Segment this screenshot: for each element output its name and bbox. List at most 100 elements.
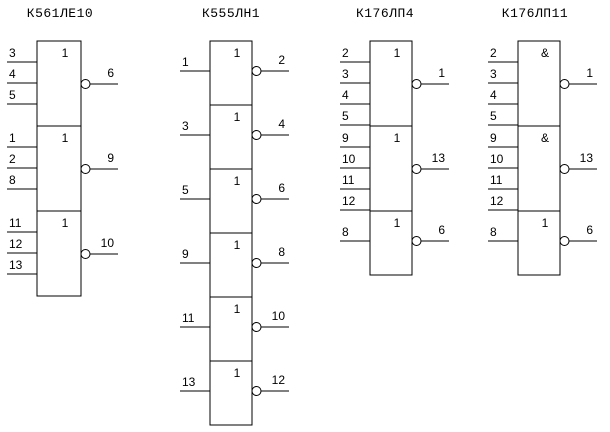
output-pin-label: 1	[586, 66, 593, 80]
inversion-bubble	[411, 79, 422, 89]
chip-title: К176ЛП4	[356, 6, 414, 21]
input-pin-label: 10	[490, 152, 504, 166]
input-pin-label: 4	[9, 67, 16, 81]
output-pin-label: 6	[438, 223, 445, 237]
chip-body	[369, 40, 413, 276]
gate-section: 1 9 10 11 12 13	[340, 125, 449, 211]
input-pin-label: 8	[9, 173, 16, 187]
inversion-bubble	[80, 249, 91, 259]
input-pin-label: 1	[182, 55, 189, 69]
output-pin-label: 6	[107, 66, 114, 80]
chip-title: К176ЛП11	[502, 6, 568, 21]
output-pin-label: 6	[586, 223, 593, 237]
gate-symbol: &	[541, 131, 549, 145]
input-pin-label: 5	[9, 88, 16, 102]
input-pin-label: 10	[342, 152, 356, 166]
input-pin-label: 11	[9, 216, 22, 230]
input-pin-label: 9	[490, 131, 497, 145]
gate-symbol: 1	[542, 216, 549, 230]
gate-symbol: 1	[234, 46, 241, 60]
gate-symbol: 1	[234, 302, 241, 316]
gate-symbol: 1	[234, 366, 241, 380]
inversion-bubble	[80, 79, 91, 89]
chip-body	[36, 40, 82, 297]
gate-symbol: 1	[62, 216, 69, 230]
input-pin-label: 2	[9, 152, 16, 166]
inversion-bubble	[80, 164, 91, 174]
gate-section: 1 8 6	[488, 210, 597, 246]
input-pin-label: 8	[342, 225, 349, 239]
input-pin-label: 2	[490, 46, 497, 60]
inversion-bubble	[411, 236, 422, 246]
output-pin-label: 8	[278, 245, 285, 259]
input-pin-label: 5	[342, 109, 349, 123]
gate-symbol: 1	[394, 216, 401, 230]
input-pin-label: 2	[342, 46, 349, 60]
gate-section: 1 8 6	[340, 210, 449, 246]
gate-section: 1 3 4	[180, 104, 289, 140]
input-pin-label: 8	[490, 225, 497, 239]
input-pin-label: 5	[182, 183, 189, 197]
gate-symbol: 1	[234, 110, 241, 124]
input-pin-label: 3	[342, 67, 349, 81]
gate-section: & 9 10 11 12 13	[488, 125, 597, 211]
chip-body	[517, 40, 561, 276]
input-pin-label: 11	[342, 173, 355, 187]
input-pin-label: 13	[182, 375, 196, 389]
inversion-bubble	[251, 258, 262, 268]
output-pin-label: 13	[580, 151, 594, 165]
gate-symbol: 1	[62, 131, 69, 145]
inversion-bubble	[251, 130, 262, 140]
input-pin-label: 12	[9, 237, 23, 251]
output-pin-label: 10	[101, 236, 115, 250]
output-pin-label: 13	[432, 151, 446, 165]
inversion-bubble	[251, 386, 262, 396]
gate-section: 1 3 4 5 6	[7, 46, 118, 105]
input-pin-label: 1	[9, 131, 16, 145]
output-pin-label: 1	[438, 66, 445, 80]
inversion-bubble	[251, 322, 262, 332]
input-pin-label: 9	[342, 131, 349, 145]
inversion-bubble	[251, 194, 262, 204]
output-pin-label: 4	[278, 117, 285, 131]
input-pin-label: 3	[9, 46, 16, 60]
gate-section: 1 1 2	[180, 46, 289, 76]
output-pin-label: 12	[272, 373, 286, 387]
input-pin-label: 12	[490, 194, 504, 208]
gate-symbol: 1	[394, 131, 401, 145]
gate-symbol: &	[541, 46, 549, 60]
gate-section: 1 5 6	[180, 168, 289, 204]
input-pin-label: 9	[182, 247, 189, 261]
output-pin-label: 2	[278, 53, 285, 67]
chip-title: К555ЛН1	[202, 6, 260, 21]
input-pin-label: 4	[342, 88, 349, 102]
output-pin-label: 10	[272, 309, 286, 323]
input-pin-label: 13	[9, 258, 23, 272]
gate-symbol: 1	[62, 46, 69, 60]
output-pin-label: 6	[278, 181, 285, 195]
gate-symbol: 1	[234, 238, 241, 252]
input-pin-label: 11	[490, 173, 503, 187]
input-pin-label: 3	[182, 119, 189, 133]
input-pin-label: 12	[342, 194, 356, 208]
gate-section: 1 9 8	[180, 232, 289, 268]
gate-section: 1 1 2 8 9	[7, 125, 118, 190]
inversion-bubble	[559, 236, 570, 246]
inversion-bubble	[251, 66, 262, 76]
input-pin-label: 11	[182, 311, 195, 325]
gate-symbol: 1	[234, 174, 241, 188]
input-pin-label: 4	[490, 88, 497, 102]
output-pin-label: 9	[107, 151, 114, 165]
inversion-bubble	[559, 79, 570, 89]
input-pin-label: 5	[490, 109, 497, 123]
